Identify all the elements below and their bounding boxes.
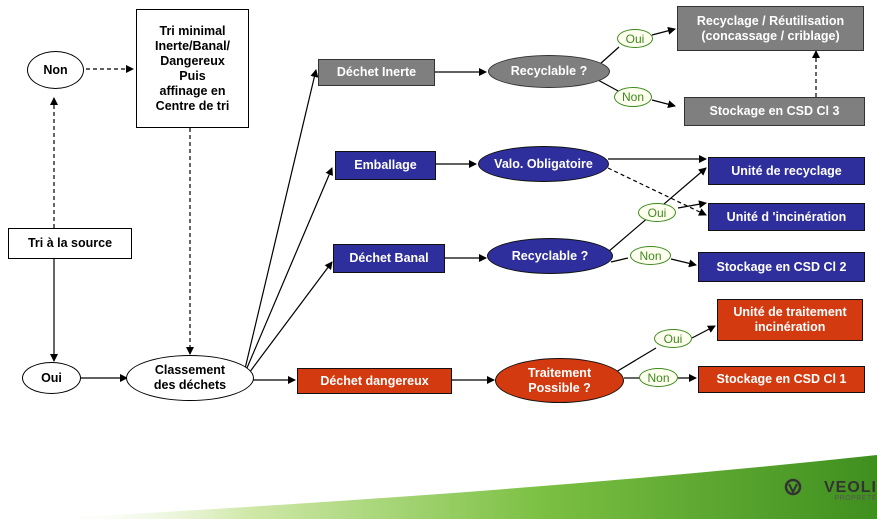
node-non: Non bbox=[27, 51, 84, 89]
node-traitement-possible: Traitement Possible ? bbox=[495, 358, 624, 403]
arrow-classement-to-banal bbox=[245, 261, 333, 378]
node-tri-source: Tri à la source bbox=[8, 228, 132, 259]
node-recyclable-inerte: Recyclable ? bbox=[488, 55, 610, 88]
node-recyclage-reutilisation: Recyclage / Réutilisation (concassage / … bbox=[677, 6, 864, 51]
line-inerte-non bbox=[597, 79, 621, 93]
arrow-classement-to-inerte bbox=[243, 69, 319, 374]
arrow-non-to-csd3 bbox=[651, 99, 676, 109]
arrow-oui-to-traitement bbox=[691, 325, 716, 339]
node-unite-traitement: Unité de traitement incinération bbox=[717, 299, 863, 341]
node-emballage: Emballage bbox=[335, 151, 436, 180]
line-banal-non bbox=[610, 257, 629, 263]
edge-label-inerte-non: Non bbox=[614, 87, 652, 107]
edge-label-banal-oui: Oui bbox=[638, 203, 676, 222]
logo-subtitle: PROPRETÉ bbox=[834, 495, 877, 502]
arrow-oui-to-recyclage bbox=[651, 26, 676, 36]
arrow-non-to-csd2 bbox=[670, 258, 697, 268]
node-stockage-csd3: Stockage en CSD Cl 3 bbox=[684, 97, 865, 126]
node-dechet-banal: Déchet Banal bbox=[333, 244, 445, 273]
node-recyclable-banal: Recyclable ? bbox=[487, 238, 613, 274]
node-stockage-csd2: Stockage en CSD Cl 2 bbox=[698, 252, 865, 282]
edge-label-banal-non: Non bbox=[630, 246, 671, 265]
arrow-classement-to-emballage bbox=[243, 167, 333, 376]
node-stockage-csd1: Stockage en CSD Cl 1 bbox=[698, 366, 865, 393]
node-unite-recyclage: Unité de recyclage bbox=[708, 157, 865, 185]
node-valo-obligatoire: Valo. Obligatoire bbox=[478, 146, 609, 182]
edge-label-dangereux-oui: Oui bbox=[654, 329, 692, 348]
node-dechet-inerte: Déchet Inerte bbox=[318, 59, 435, 86]
node-unite-incineration: Unité d 'incinération bbox=[708, 203, 865, 231]
edge-label-inerte-oui: Oui bbox=[617, 29, 653, 48]
node-dechet-dangereux: Déchet dangereux bbox=[297, 368, 452, 394]
node-oui: Oui bbox=[22, 362, 81, 394]
arrow-banal-oui-to-incineration bbox=[677, 200, 707, 209]
node-classement: Classement des déchets bbox=[126, 355, 254, 401]
logo-name: VEOLI bbox=[823, 479, 877, 496]
node-tri-minimal: Tri minimal Inerte/Banal/ Dangereux Puis… bbox=[136, 9, 249, 128]
line-dangereux-oui bbox=[615, 347, 657, 373]
edge-label-dangereux-non: Non bbox=[639, 368, 678, 387]
line-inerte-oui bbox=[599, 46, 620, 65]
